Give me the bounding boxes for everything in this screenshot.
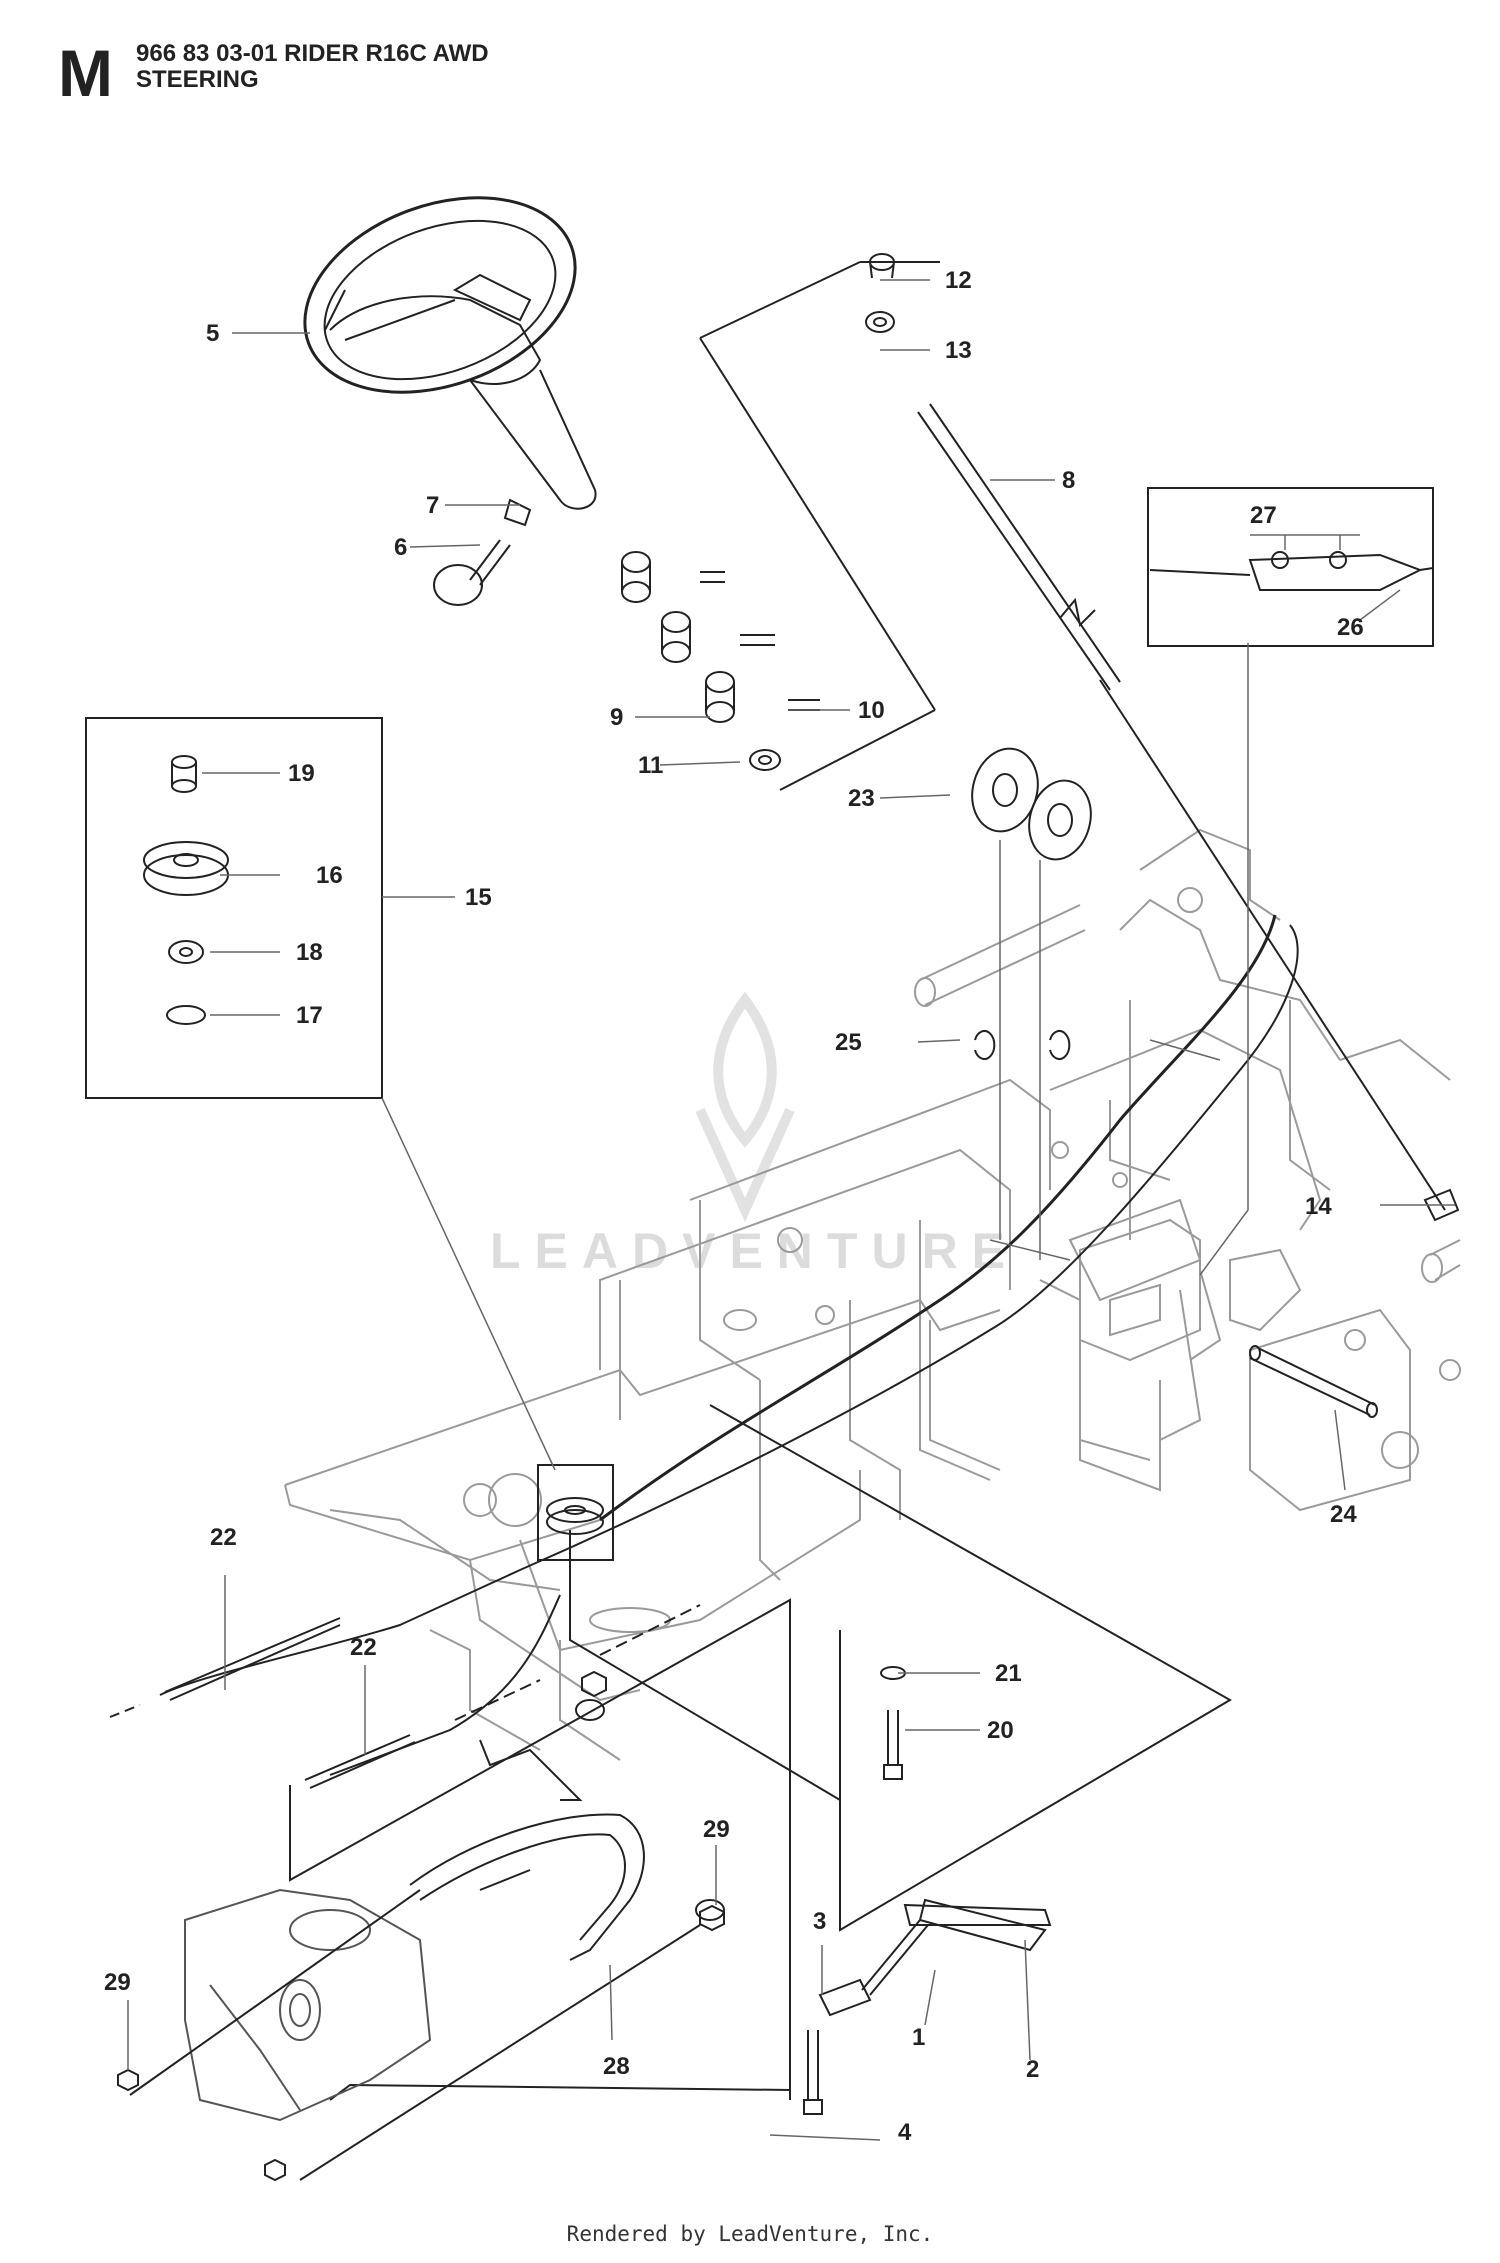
- diagram-subtitle: STEERING: [136, 66, 259, 93]
- callout-19: 19: [288, 760, 315, 787]
- section-letter: M: [58, 36, 113, 110]
- column-group-outline: [699, 261, 940, 791]
- diagram-title: 966 83 03-01 RIDER R16C AWD: [136, 40, 489, 67]
- callout-2: 2: [1026, 2056, 1039, 2083]
- callout-24: 24: [1330, 1501, 1357, 1528]
- callout-6: 6: [394, 534, 407, 561]
- callout-1: 1: [912, 2024, 925, 2051]
- callout-12: 12: [945, 267, 972, 294]
- cable-22-upper: [164, 1617, 341, 1701]
- callout-20: 20: [987, 1717, 1014, 1744]
- return-spring: [803, 1898, 1052, 2115]
- leader-lines: [127, 279, 1455, 2141]
- chassis-frame: [284, 828, 1461, 1761]
- callout-29-right: 29: [703, 1816, 730, 1843]
- callout-13: 13: [945, 337, 972, 364]
- callout-22-lower: 22: [350, 1634, 377, 1661]
- axle-rod: [1249, 1345, 1378, 1418]
- callout-21: 21: [995, 1660, 1022, 1687]
- callout-7: 7: [426, 492, 439, 519]
- steering-cable: [159, 924, 1299, 1696]
- steering-gearbox: [184, 1888, 432, 2122]
- callout-27: 27: [1250, 502, 1277, 529]
- callout-29-left: 29: [104, 1969, 131, 1996]
- callout-8: 8: [1062, 467, 1075, 494]
- callout-10: 10: [858, 697, 885, 724]
- cable-clamp-parts: [1149, 551, 1434, 591]
- callout-11: 11: [638, 752, 663, 779]
- callout-23: 23: [848, 785, 875, 812]
- pulley-inset-parts: [143, 755, 229, 1025]
- idler-pulleys: [971, 747, 1092, 861]
- e-clip-right: [1049, 1030, 1071, 1060]
- watermark-logo-icon: [695, 991, 795, 1223]
- callout-22-upper: 22: [210, 1524, 237, 1551]
- callout-5: 5: [206, 320, 219, 347]
- cable-clamp-inset-box: [1147, 487, 1434, 647]
- callout-3: 3: [813, 1908, 826, 1935]
- callout-16: 16: [316, 862, 343, 889]
- callout-28: 28: [603, 2053, 630, 2080]
- callout-25: 25: [835, 1029, 862, 1056]
- callout-4: 4: [898, 2119, 912, 2146]
- steering-column-parts: [433, 253, 1460, 1222]
- callout-14: 14: [1305, 1193, 1332, 1220]
- pulley-inset-box: [85, 717, 383, 1099]
- steering-wheel: [303, 196, 597, 510]
- callout-17: 17: [296, 1002, 323, 1029]
- cable-22-lower: [304, 1734, 416, 1789]
- callout-9: 9: [610, 704, 623, 731]
- callout-labels: 1 2 3 4 5 6 7 8 9 10 11 12 13 14 15 16 1…: [104, 267, 1364, 2146]
- callout-15: 15: [465, 884, 492, 911]
- callout-26: 26: [1337, 614, 1364, 641]
- steering-bracket: [409, 1699, 725, 1961]
- callout-18: 18: [296, 939, 323, 966]
- e-clip-left: [974, 1030, 996, 1060]
- bushing-inset-box: [537, 1464, 614, 1561]
- footer-credit: Rendered by LeadVenture, Inc.: [566, 2222, 934, 2246]
